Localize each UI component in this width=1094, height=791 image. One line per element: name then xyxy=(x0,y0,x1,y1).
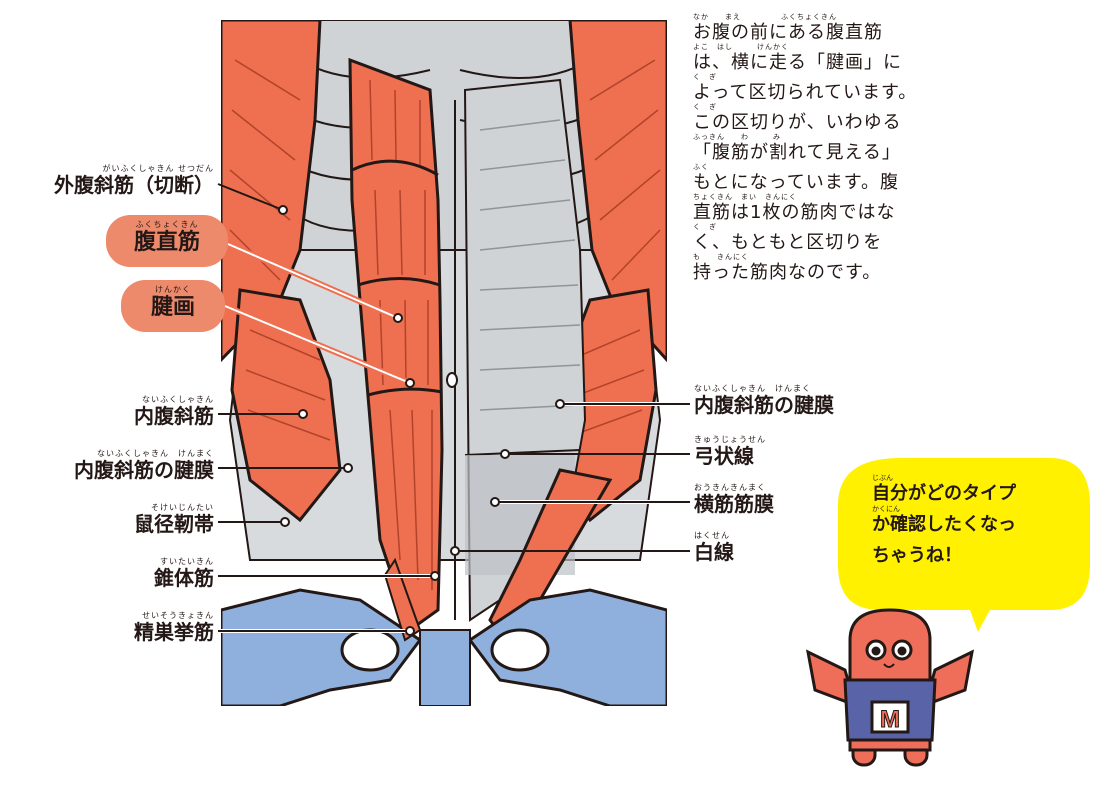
speech-bubble-text: じぶん 自分がどのタイプ かくにん か確認したくなっ ちゃうね！ xyxy=(872,475,1062,568)
label-cremaster: せいそうきょきん 精巣挙筋 xyxy=(134,611,214,644)
bubble-line: ちゃうね！ xyxy=(872,545,962,566)
mascot-shirt-letter: M xyxy=(880,706,900,733)
ruby-line: く ぎ xyxy=(693,73,717,81)
ruby-line: ふっきん わ み xyxy=(693,133,781,141)
label-inguinal-ligament: そけいじんたい 鼠径靭帯 xyxy=(134,503,214,536)
paragraph-line: お腹の前にある腹直筋 xyxy=(693,22,883,43)
label-external-oblique: がいふくしゃきん せつだん 外腹斜筋（切断） xyxy=(54,164,214,197)
bubble-line: 自分がどのタイプ xyxy=(872,483,1016,504)
ruby-line: なか まえ ふくちょくきん xyxy=(693,13,837,21)
label-rectus-abdominis: ふくちょくきん 腹直筋 xyxy=(106,215,228,267)
label-transversalis-fascia: おうきんきんまく 横筋筋膜 xyxy=(694,483,774,516)
paragraph-line: く、もともと区切りを xyxy=(693,232,883,253)
ruby-line: も きんにく xyxy=(693,253,749,261)
label-linea-alba: はくせん 白線 xyxy=(694,531,734,564)
ruby-line: ふく xyxy=(693,163,709,171)
anatomy-illustration xyxy=(221,20,667,706)
label-tendinous-intersection: けんかく 腱画 xyxy=(121,280,225,332)
label-pyramidalis: すいたいきん 錐体筋 xyxy=(154,557,214,590)
mascot-character xyxy=(805,608,975,767)
ruby-line: じぶん xyxy=(872,474,893,482)
ruby-line: よこ はし けんかく xyxy=(693,43,789,51)
paragraph-line: よって区切られています。 xyxy=(693,82,918,103)
label-internal-oblique-aponeurosis-left: ないふくしゃきん けんまく 内腹斜筋の腱膜 xyxy=(74,449,214,482)
ruby-line xyxy=(872,537,1062,544)
explanation-paragraph: なか まえ ふくちょくきん お腹の前にある腹直筋 よこ はし けんかく は、横に… xyxy=(693,14,938,284)
label-arcuate-line: きゅうじょうせん 弓状線 xyxy=(694,435,766,468)
paragraph-line: もとになっています。腹 xyxy=(693,172,899,193)
ruby-line: く ぎ xyxy=(693,223,717,231)
paragraph-line: 直筋は1枚の筋肉ではな xyxy=(693,202,896,223)
speech-bubble xyxy=(838,458,1090,632)
ruby-line: かくにん xyxy=(872,505,900,513)
paragraph-line: この区切りが、いわゆる xyxy=(693,112,902,133)
label-internal-oblique: ないふくしゃきん 内腹斜筋 xyxy=(134,395,214,428)
paragraph-line: は、横に走る「腱画」に xyxy=(693,52,902,73)
ruby-line: ちょくきん まい きんにく xyxy=(693,193,797,201)
paragraph-line: 持った筋肉なのです。 xyxy=(693,262,882,283)
label-internal-oblique-aponeurosis-right: ないふくしゃきん けんまく 内腹斜筋の腱膜 xyxy=(694,384,834,417)
bubble-line: か確認したくなっ xyxy=(872,514,1016,535)
paragraph-line: 「腹筋が割れて見える」 xyxy=(693,142,901,163)
ruby-line: く ぎ xyxy=(693,103,717,111)
